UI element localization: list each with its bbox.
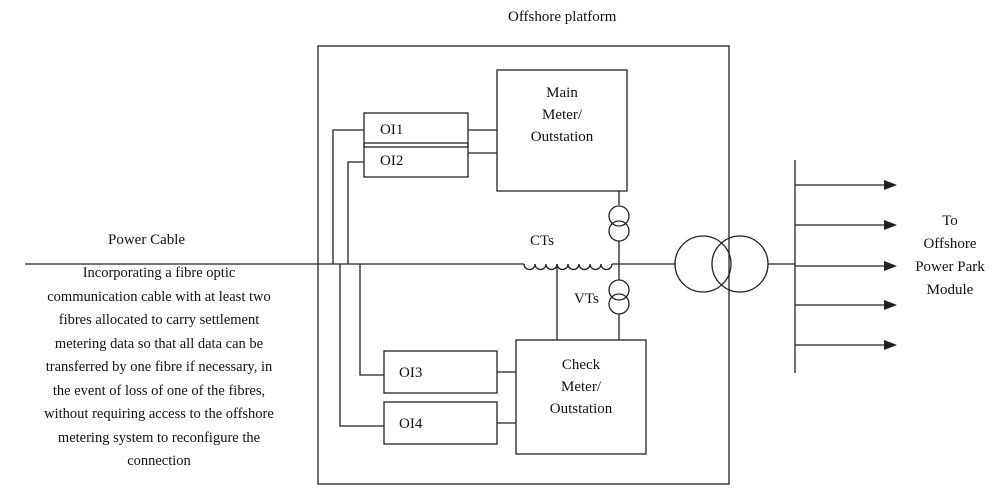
main-meter-line: Outstation bbox=[530, 129, 594, 145]
destination-label: To Offshore Power Park Module bbox=[905, 210, 995, 302]
feeder-arrowhead bbox=[884, 300, 897, 310]
check-meter-line: Meter/ bbox=[561, 379, 601, 395]
fibre-route-4 bbox=[359, 264, 384, 376]
description-line: without requiring access to the offshore bbox=[44, 406, 274, 422]
oi2-box bbox=[363, 142, 469, 178]
fibre-route-2 bbox=[347, 161, 364, 264]
check-meter-line: Check bbox=[561, 357, 601, 373]
description-line: metering system to reconfigure the bbox=[57, 429, 261, 446]
fibre-route-3 bbox=[339, 264, 384, 427]
feeder-arrows bbox=[795, 184, 886, 346]
oi1-label: OI1 bbox=[380, 122, 404, 138]
check-meter-line: Outstation bbox=[549, 401, 613, 417]
main-meter-label: Main Meter/ Outstation bbox=[497, 82, 627, 148]
platform-boundary bbox=[317, 45, 730, 485]
oi3-label: OI3 bbox=[399, 365, 423, 381]
feeder-arrowhead bbox=[884, 220, 897, 230]
description-line: metering data so that all data can be bbox=[54, 335, 264, 352]
main-meter-line: Meter/ bbox=[542, 107, 582, 123]
instrument-transformer-lower bbox=[608, 293, 630, 315]
destination-line: Offshore bbox=[923, 236, 977, 252]
vts-label: VTs bbox=[574, 291, 599, 307]
oi2-label: OI2 bbox=[380, 153, 404, 169]
check-meter-label: Check Meter/ Outstation bbox=[516, 354, 646, 420]
cts-label: CTs bbox=[530, 233, 554, 249]
feeder-arrowhead bbox=[884, 180, 897, 190]
power-transformer bbox=[711, 235, 769, 293]
instrument-transformer-upper bbox=[608, 205, 630, 227]
instrument-transformer-lower bbox=[608, 279, 630, 301]
description-line: communication cable with at least two bbox=[47, 288, 271, 305]
fibre-route-1 bbox=[332, 129, 364, 264]
description-line: connection bbox=[127, 453, 191, 469]
feeder-arrowhead bbox=[884, 261, 897, 271]
instrument-transformer-upper bbox=[608, 220, 630, 242]
destination-line: Power Park bbox=[915, 259, 985, 275]
check-meter-box bbox=[515, 339, 647, 455]
description-line: fibres allocated to carry settlement bbox=[58, 312, 260, 328]
platform-title: Offshore platform bbox=[508, 9, 617, 25]
power-cable-label: Power Cable bbox=[108, 232, 186, 248]
destination-line: To bbox=[942, 213, 958, 229]
fibre-description: Incorporating a fibre optic communicatio… bbox=[0, 262, 318, 474]
ct-coil bbox=[567, 263, 613, 271]
description-line: Incorporating a fibre optic bbox=[82, 265, 236, 281]
ct-coil bbox=[523, 263, 569, 271]
description-line: transferred by one fibre if necessary, i… bbox=[45, 359, 273, 375]
main-meter-line: Main bbox=[546, 85, 578, 101]
oi4-label: OI4 bbox=[399, 416, 423, 432]
description-line: the event of loss of one of the fibres, bbox=[52, 382, 266, 399]
power-transformer bbox=[674, 235, 732, 293]
destination-line: Module bbox=[926, 282, 974, 298]
feeder-arrowhead bbox=[884, 340, 897, 350]
